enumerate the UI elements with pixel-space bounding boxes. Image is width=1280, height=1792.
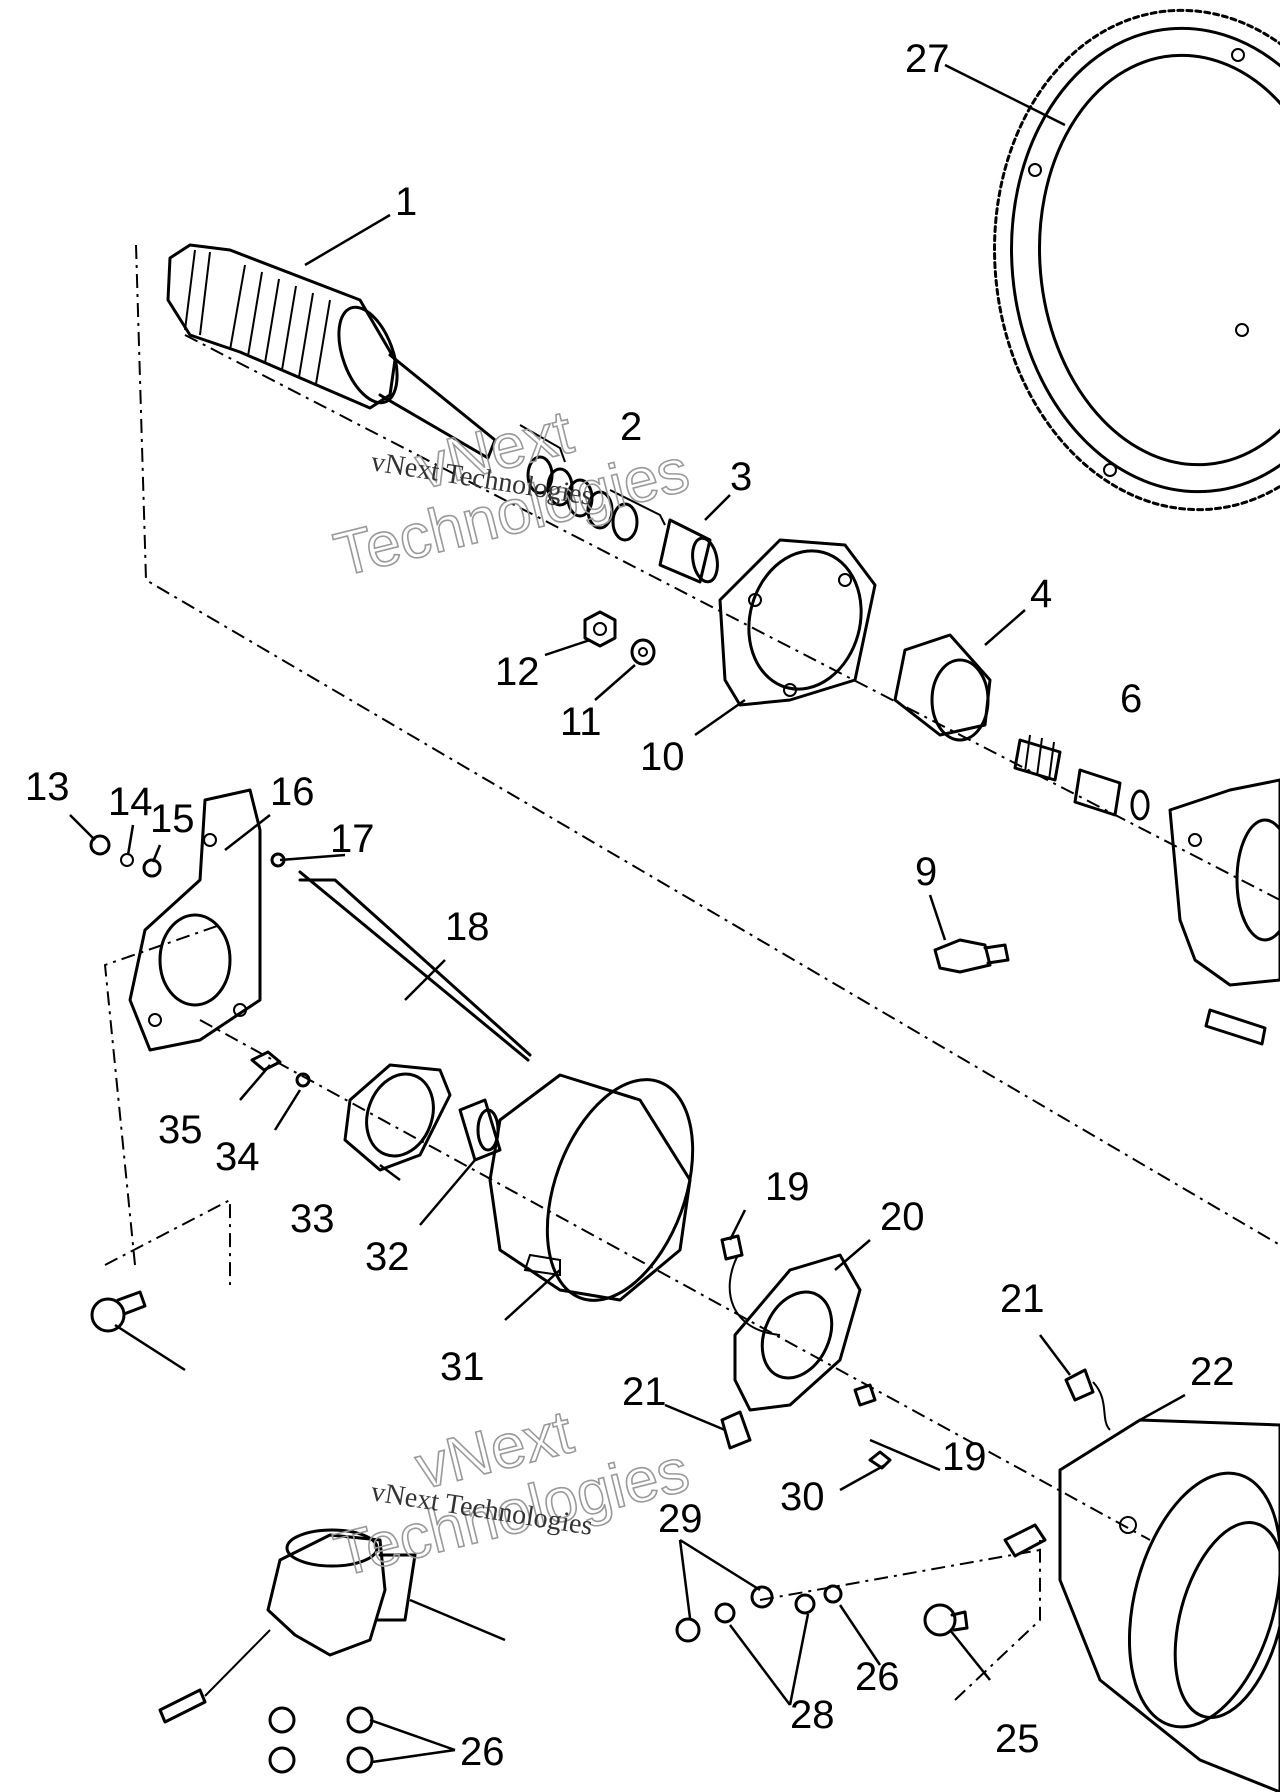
callout-10: 10	[640, 735, 685, 779]
callout-22: 22	[1190, 1350, 1235, 1394]
callout-28: 30	[780, 1475, 825, 1519]
callout-12: 12	[495, 650, 540, 694]
callout-21a: 21	[1000, 1277, 1045, 1321]
callout-26b: 26	[460, 1730, 505, 1774]
screw-and-washer-32-33	[250, 1050, 311, 1088]
callout-31: 33	[290, 1197, 335, 1241]
callout-18: 18	[445, 905, 490, 949]
callout-33: 35	[158, 1108, 203, 1152]
callout-26a: 28	[790, 1693, 835, 1737]
callout-labels: 27 1 2 3 4 6 12 11 10 9 13 14 15 16 17 1…	[25, 37, 1235, 1774]
intermediate-housing	[1168, 778, 1280, 1046]
leader-lines	[69, 63, 1186, 1764]
ring-gear	[993, 8, 1280, 512]
screw-24	[923, 1603, 969, 1637]
drive-pinion	[893, 633, 992, 742]
callout-19a: 19	[765, 1165, 810, 1209]
callout-24: 25	[995, 1717, 1040, 1761]
callout-29: 31	[440, 1345, 485, 1389]
drive-end-housing	[718, 538, 877, 707]
spring-washers	[519, 424, 666, 542]
callout-9: 9	[915, 850, 937, 894]
callout-17: 17	[330, 817, 375, 861]
callout-27: 29	[658, 1497, 703, 1541]
nut-and-washer	[583, 610, 656, 666]
callout-11: 11	[560, 700, 602, 744]
small-fasteners-13-15	[89, 834, 162, 878]
callout-19b: 19	[942, 1435, 987, 1479]
brush-plate	[720, 1234, 1111, 1470]
callout-6: 6	[1120, 677, 1142, 721]
callout-25: 26	[855, 1655, 900, 1699]
callout-32: 34	[215, 1135, 260, 1179]
callout-16: 16	[270, 770, 315, 814]
callout-1: 1	[395, 180, 417, 224]
callout-15: 15	[150, 797, 195, 841]
field-housing	[1058, 1418, 1280, 1792]
callout-13: 13	[25, 765, 70, 809]
callout-5: 4	[1030, 572, 1052, 616]
mounting-bracket	[128, 788, 262, 1052]
bolt-34	[90, 1290, 147, 1333]
solenoid	[158, 1528, 417, 1724]
callout-30: 32	[365, 1235, 410, 1279]
end-cap	[343, 1063, 452, 1172]
callout-20: 20	[880, 1195, 925, 1239]
motor-frame	[488, 1073, 695, 1302]
callout-4: 27	[905, 37, 950, 81]
bolt-9	[933, 938, 1010, 974]
armature	[166, 243, 497, 460]
spring-set	[1013, 734, 1150, 821]
callout-14: 14	[108, 780, 153, 824]
bushing	[658, 518, 719, 584]
assembly-axis-lines	[103, 244, 1280, 1701]
terminal-nuts-washers	[675, 1523, 1047, 1643]
callout-3: 3	[730, 455, 752, 499]
through-bolt	[270, 852, 532, 1062]
callout-2: 2	[620, 405, 642, 449]
callout-21b: 21	[622, 1370, 667, 1414]
bottom-washers	[268, 1706, 374, 1774]
